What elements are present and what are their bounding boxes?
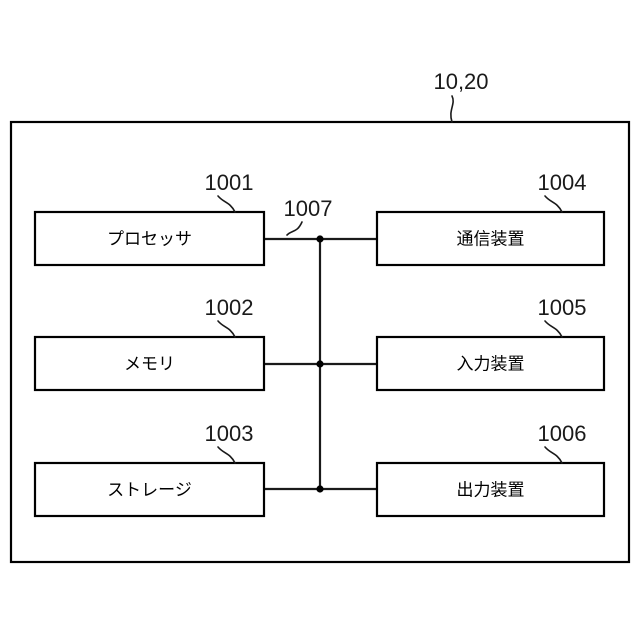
ref-number-processor: 1001 [205,170,254,195]
block-memory [33,335,266,392]
lead-line-processor [217,195,236,213]
lead-line-memory [217,320,236,338]
block-label-communication-device: 通信装置 [457,229,525,248]
lead-line-input-device [544,320,563,338]
block-label-processor: プロセッサ [107,229,192,248]
ref-number-communication-device: 1004 [538,170,587,195]
block-communication-device [375,210,606,267]
lead-line-system [450,95,454,123]
block-storage [33,461,266,518]
bus-junction-dot-row-2 [316,360,324,368]
block-label-storage: ストレージ [107,480,192,499]
lead-line-output-device [544,446,563,464]
lead-line-communication-device [544,195,563,213]
block-label-output-device: 出力装置 [457,480,525,499]
block-label-input-device: 入力装置 [457,354,525,373]
bus-junction-dot-row-1 [316,235,324,243]
bus-junction-dot-row-3 [316,485,324,493]
ref-number-storage: 1003 [205,421,254,446]
ref-number-system: 10,20 [433,69,488,94]
block-output-device [375,461,606,518]
lead-line-storage [217,446,236,464]
block-label-memory: メモリ [124,354,175,373]
ref-number-input-device: 1005 [538,295,587,320]
block-processor [33,210,266,267]
ref-number-output-device: 1006 [538,421,587,446]
outer-system-frame [9,120,631,564]
block-input-device [375,335,606,392]
ref-number-memory: 1002 [205,295,254,320]
lead-line-bus [286,221,303,236]
ref-number-bus: 1007 [284,196,333,221]
